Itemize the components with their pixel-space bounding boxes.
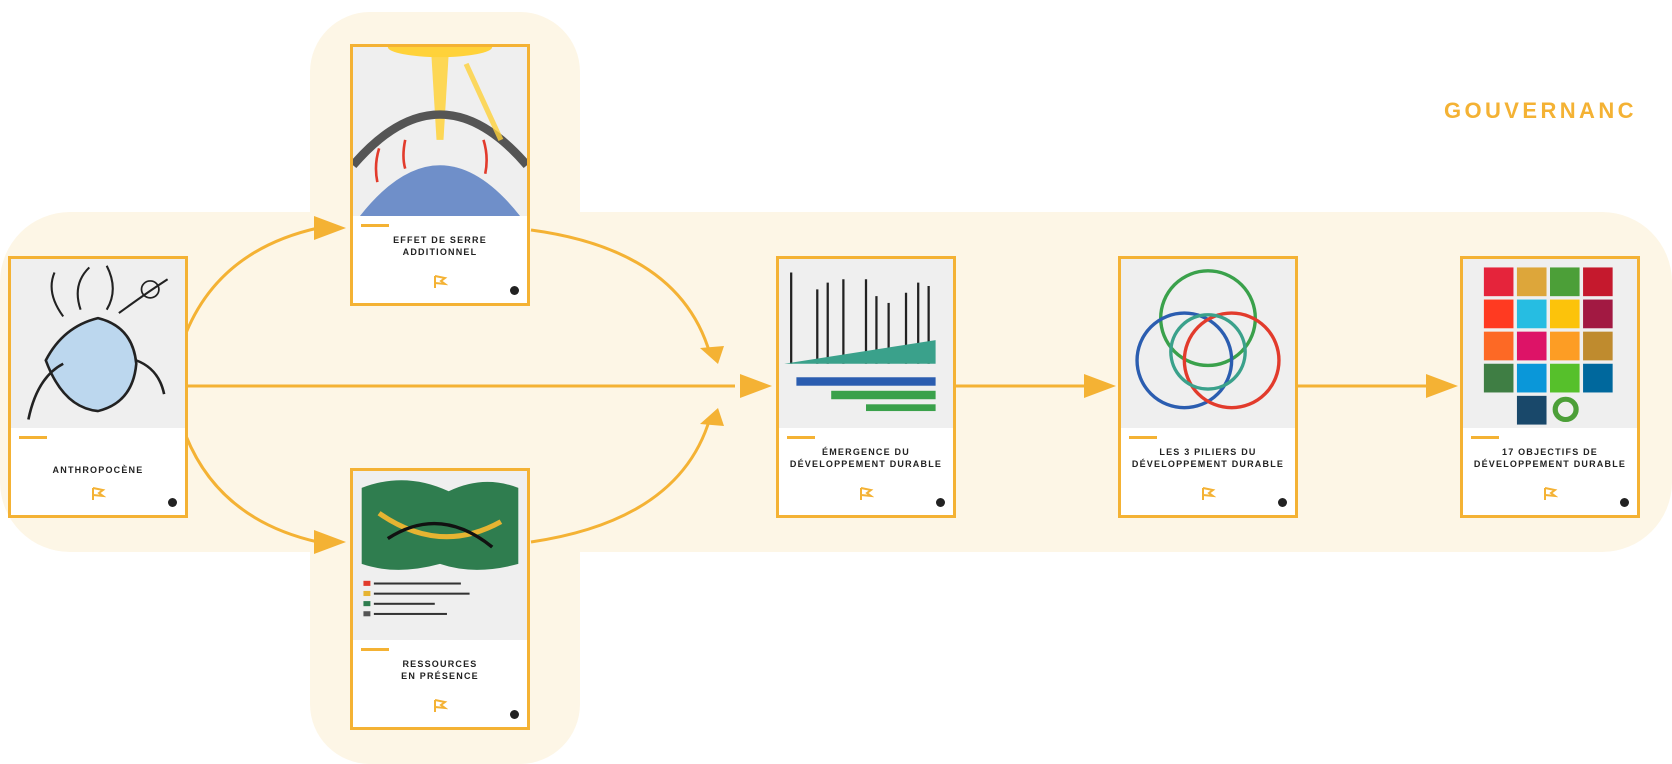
card-dot-icon: [510, 710, 519, 719]
card-dot-icon: [168, 498, 177, 507]
card-tag: [787, 435, 815, 439]
card-emergence[interactable]: ÉMERGENCE DU DÉVELOPPEMENT DURABLE: [776, 256, 956, 518]
card-piliers[interactable]: LES 3 PILIERS DU DÉVELOPPEMENT DURABLE: [1118, 256, 1298, 518]
card-illustration: [1121, 259, 1295, 428]
connectors: [184, 226, 1432, 544]
card-illustration: [11, 259, 185, 428]
arrow-effet-to-emergence: [530, 228, 712, 355]
card-dot-icon: [936, 498, 945, 507]
greenhouse-illustration: [353, 47, 527, 216]
governance-heading: GOUVERNANC: [1444, 98, 1637, 123]
flag-logo-icon: [860, 487, 874, 500]
flag-logo-icon: [434, 275, 448, 288]
arrowhead-ressources: [314, 530, 346, 554]
flag-logo-icon: [1202, 487, 1216, 500]
card-title: 17 OBJECTIFS DE DÉVELOPPEMENT DURABLE: [1473, 446, 1627, 469]
card-illustration: [779, 259, 953, 428]
card-title: EFFET DE SERRE ADDITIONNEL: [393, 234, 487, 257]
card-title: ANTHROPOCÈNE: [52, 464, 144, 475]
arrow-anthropocene-to-ressources: [184, 435, 319, 544]
flag-logo-icon: [434, 699, 448, 712]
card-illustration: [1463, 259, 1637, 428]
arrow-ressources-to-emergence: [530, 417, 712, 544]
card-odd[interactable]: 17 OBJECTIFS DE DÉVELOPPEMENT DURABLE: [1460, 256, 1640, 518]
arrow-anthropocene-to-effet: [184, 226, 319, 334]
sdg-grid-illustration: [1483, 267, 1613, 425]
card-dot-icon: [510, 286, 519, 295]
card-tag: [1471, 435, 1499, 439]
arrowhead-piliers: [1084, 374, 1116, 398]
arrowhead-emergence-top: [700, 346, 724, 364]
card-ressources[interactable]: RESSOURCES EN PRÉSENCE: [350, 468, 530, 730]
hand-holding-earth-illustration: [27, 265, 169, 420]
card-title: LES 3 PILIERS DU DÉVELOPPEMENT DURABLE: [1131, 446, 1285, 469]
arrowhead-emergence-bottom: [700, 408, 724, 426]
card-illustration: [353, 47, 527, 216]
card-title: ÉMERGENCE DU DÉVELOPPEMENT DURABLE: [789, 446, 943, 469]
arrowhead-emergence: [740, 374, 772, 398]
card-effet-de-serre[interactable]: EFFET DE SERRE ADDITIONNEL: [350, 44, 530, 306]
card-tag: [1129, 435, 1157, 439]
flag-logo-icon: [1544, 487, 1558, 500]
flag-logo-icon: [92, 487, 106, 500]
venn-illustration: [1135, 269, 1281, 410]
card-title: RESSOURCES EN PRÉSENCE: [401, 658, 479, 681]
card-dot-icon: [1620, 498, 1629, 507]
card-tag: [361, 647, 389, 651]
card-anthropocene[interactable]: ANTHROPOCÈNE: [8, 256, 188, 518]
arrowhead-effet: [314, 216, 346, 240]
resources-map-illustration: [361, 480, 519, 617]
arrowhead-odd: [1426, 374, 1458, 398]
card-tag: [19, 435, 47, 439]
timeline-illustration: [784, 272, 936, 412]
card-illustration: [353, 471, 527, 640]
card-tag: [361, 223, 389, 227]
card-dot-icon: [1278, 498, 1287, 507]
